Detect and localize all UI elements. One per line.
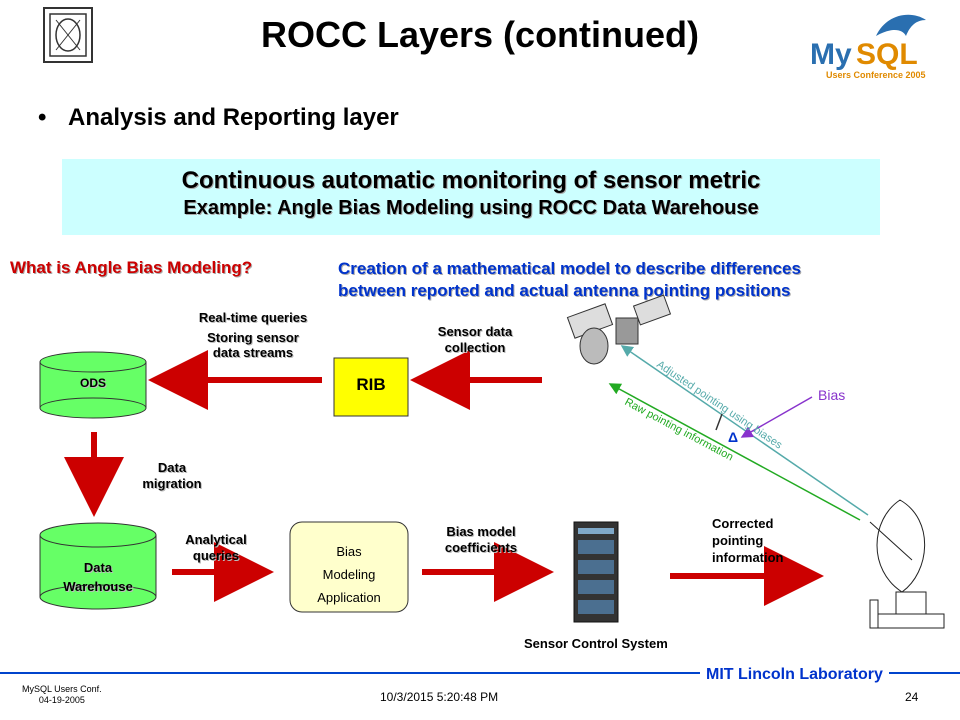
satellite-icon xyxy=(566,294,672,365)
mysql-logo: My SQL Users Conference 2005 xyxy=(806,6,936,82)
bias-coef-l1: Bias model xyxy=(446,524,516,539)
svg-text:My: My xyxy=(810,38,852,71)
bias-app-box xyxy=(289,521,409,613)
data-migration-l1: Data xyxy=(157,460,187,475)
bias-coef-label: Bias model coefficients xyxy=(420,524,542,556)
raw-pointing-line xyxy=(608,383,861,521)
answer-line-2: between reported and actual antenna poin… xyxy=(338,281,791,300)
sensor-collect-l2: collection xyxy=(444,340,506,355)
bullet-item: • Analysis and Reporting layer xyxy=(38,104,399,132)
conference-name: MySQL Users Conf. xyxy=(22,684,102,694)
lincoln-logo-icon xyxy=(43,7,93,63)
storing-l1: Storing sensor xyxy=(207,330,299,345)
warehouse-label: Data Warehouse xyxy=(48,560,148,594)
analytical-l1: Analytical xyxy=(185,532,247,547)
sensor-control-label: Sensor Control System xyxy=(524,636,668,651)
warehouse-cylinder xyxy=(39,522,157,610)
banner: Continuous automatic monitoring of senso… xyxy=(62,159,880,235)
bias-coef-l2: coefficients xyxy=(444,540,518,555)
sensor-collect-label: Sensor data collection xyxy=(420,324,530,356)
question-text: What is Angle Bias Modeling? xyxy=(10,258,253,277)
corrected-l2: pointing xyxy=(712,533,764,548)
bias-label: Bias xyxy=(818,387,846,403)
slide-title: ROCC Layers (continued) xyxy=(260,14,700,55)
ods-cylinder xyxy=(39,351,147,419)
timestamp: 10/3/2015 5:20:48 PM xyxy=(380,690,499,704)
ods-label: ODS xyxy=(79,376,106,390)
bias-app-l1: Bias xyxy=(336,544,362,559)
storing-l2: data streams xyxy=(212,345,294,360)
realtime-label: Real-time queries xyxy=(198,310,308,325)
banner-subheading: Example: Angle Bias Modeling using ROCC … xyxy=(183,197,759,219)
bias-pointer xyxy=(740,396,813,438)
data-migration-l2: migration xyxy=(142,476,202,491)
bias-tick xyxy=(715,413,723,431)
bullet-text: Analysis and Reporting layer xyxy=(68,104,399,131)
data-migration-label: Data migration xyxy=(132,460,212,492)
footer-rule xyxy=(0,672,960,674)
bullet-icon: • xyxy=(38,104,47,131)
rib-label: RIB xyxy=(356,375,386,394)
delta-symbol: Δ xyxy=(728,429,738,445)
bias-app-l3: Application xyxy=(317,590,381,605)
bias-app-label: Bias Modeling Application xyxy=(290,540,408,609)
adjusted-label: Adjusted pointing using biases xyxy=(654,359,784,452)
corrected-l1: Corrected xyxy=(712,516,774,531)
sensor-collect-l1: Sensor data xyxy=(437,324,513,339)
analytical-label: Analytical queries xyxy=(166,532,266,564)
corrected-l3: information xyxy=(712,550,784,565)
warehouse-label-l1: Data xyxy=(83,560,113,575)
rib-box xyxy=(333,357,409,417)
corrected-label: Corrected pointing information xyxy=(712,515,784,566)
answer-text: Creation of a mathematical model to desc… xyxy=(338,258,938,302)
svg-text:SQL: SQL xyxy=(856,38,918,71)
server-icon xyxy=(573,521,619,623)
lab-name: MIT Lincoln Laboratory xyxy=(700,666,889,684)
analytical-l2: queries xyxy=(192,548,240,563)
storing-label: Storing sensor data streams xyxy=(170,330,336,360)
svg-text:Users Conference 2005: Users Conference 2005 xyxy=(826,70,926,80)
warehouse-label-l2: Warehouse xyxy=(63,579,133,594)
banner-heading: Continuous automatic monitoring of senso… xyxy=(181,167,761,194)
bias-app-l2: Modeling xyxy=(322,567,376,582)
antenna-dish-icon xyxy=(869,499,945,629)
conference-date: 04-19-2005 xyxy=(38,695,85,705)
page-number: 24 xyxy=(905,690,919,704)
answer-line-1: Creation of a mathematical model to desc… xyxy=(338,259,801,278)
conference-info: MySQL Users Conf. 04-19-2005 xyxy=(22,684,102,706)
